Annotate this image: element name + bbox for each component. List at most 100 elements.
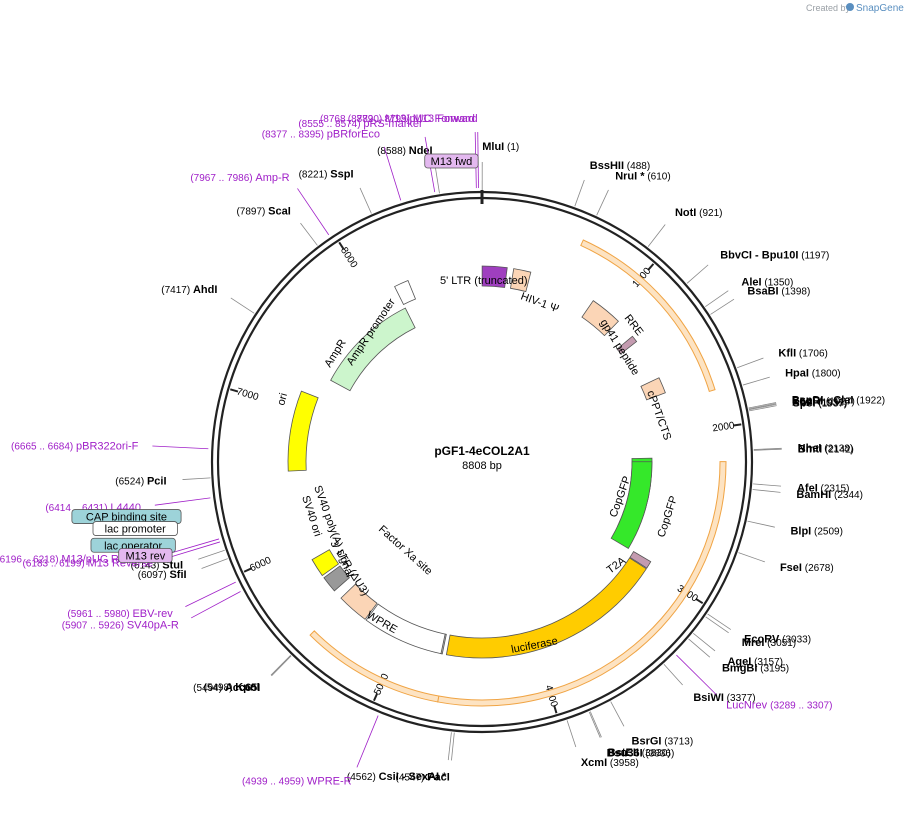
site-leader (753, 448, 782, 451)
site-sspi: (8221) SspI (299, 168, 354, 180)
site-leader (748, 403, 777, 410)
site-leader (688, 638, 711, 658)
credit-brand: SnapGene (856, 3, 904, 14)
primer-ebv-rev: (5961 .. 5980) EBV-rev (67, 608, 173, 620)
site-blpi: BlpI (2509) (790, 526, 842, 538)
site-xcmi: XcmI (3958) (581, 757, 639, 769)
ruler-tick (695, 598, 704, 605)
feature-ampr-promoter (394, 279, 417, 306)
boxed-label-m13-fwd: M13 fwd (431, 156, 473, 168)
site-sfii: (6097) SfiI (138, 569, 187, 581)
primer-lucnrev: LucNrev (3289 .. 3307) (726, 699, 832, 711)
site-leader (300, 222, 318, 246)
primer-leader (676, 654, 717, 695)
site-csii-sexai: (4562) CsiI - SexAI * (347, 771, 447, 783)
site-leader (359, 187, 372, 214)
primer-leader (383, 146, 402, 201)
site-bsabi: BsaBI (1398) (747, 286, 810, 298)
feature-label-copgfp2: CopGFP (655, 495, 680, 539)
feature-rre (581, 300, 619, 337)
site-leader (434, 165, 440, 194)
ruler-tick (733, 423, 742, 427)
site-leader (201, 558, 228, 569)
site-agei: AgeI (3157) (727, 656, 783, 668)
primer-m13-puc-forward: (8768 .. 8790) M13/pUC Forward (320, 113, 475, 125)
site-nhei: NheI (2138) (798, 443, 854, 455)
boxed-m13-rev (118, 548, 173, 563)
ruler-label: 2000 (712, 420, 736, 434)
boxed-label-m13-rev: M13 rev (126, 551, 166, 563)
site-fsei: FseI (2678) (780, 562, 834, 574)
credit-prefix: Created by (806, 3, 851, 13)
site-paci: (4547) PacI (395, 771, 449, 783)
feature-label-factorxa: Factor Xa site (376, 523, 434, 577)
feature-label-rre: RRE (622, 312, 646, 338)
feature-cppt-cts (640, 377, 666, 401)
site-ecori: EcoRI (1927) (792, 395, 855, 407)
primer-leader (166, 541, 221, 559)
primer-leader (185, 581, 236, 607)
restriction-sites: MluI (1)BssHII (488)NruI * (610)NotI (92… (115, 141, 885, 783)
feature-ori (287, 390, 319, 472)
boxed-lac-promoter (92, 521, 178, 536)
site-leader (230, 297, 255, 314)
ruler-tick (230, 388, 239, 393)
site-bsu36i: Bsu36I (3836) (607, 747, 675, 759)
site-leader (738, 552, 766, 563)
primer-leader (154, 497, 211, 506)
primer-wpre-r: (4939 .. 4959) WPRE-R (242, 775, 352, 787)
site-kpni: (5498) KpnI (204, 682, 260, 694)
site-leader (748, 402, 777, 409)
site-acc65i: (5494) Acc65I (193, 682, 260, 694)
feature-ampr (330, 307, 416, 392)
site-bspdi-clai: BspDI - ClaI (1922) (792, 394, 885, 406)
orf-outline (309, 630, 440, 703)
site-leader (749, 405, 777, 412)
ruler-tick (373, 692, 379, 702)
site-noti: NotI (921) (675, 207, 723, 219)
site-leader (686, 264, 709, 284)
site-bsiwi: BsiWI (3377) (693, 692, 755, 704)
site-xbai: XbaI (1931) (792, 396, 847, 408)
site-leader (752, 489, 781, 493)
site-leader (663, 663, 683, 686)
site-pcii: (6524) PciI (115, 475, 166, 487)
site-leader (707, 613, 732, 630)
site-leader (198, 549, 225, 560)
site-leader (710, 298, 735, 315)
feature-sv40-poly-a-signal (323, 565, 350, 592)
site-leader (270, 655, 291, 676)
primer-amp-r: (7967 .. 7986) Amp-R (190, 172, 289, 184)
feature-3-ltr-u3 (340, 583, 378, 620)
feature-5-ltr-truncated (481, 265, 508, 288)
primer-leader (152, 445, 209, 450)
site-leader (610, 701, 625, 727)
feature-gp41-peptide (616, 335, 638, 355)
orf-outline (580, 239, 716, 393)
site-leader (753, 447, 782, 450)
site-afei: AfeI (2315) (797, 482, 849, 494)
site-leader (705, 616, 729, 634)
site-hpai: HpaI (1800) (785, 368, 841, 380)
site-alei: AleI (1350) (741, 277, 793, 289)
site-leader (566, 720, 577, 748)
site-bbvci-bpu10i: BbvCI - Bpu10I (1197) (720, 249, 829, 261)
primer-prs-marker: (8555 .. 8574) pRS-marker (298, 118, 423, 130)
ruler-tick (243, 567, 252, 573)
site-spei: SpeI (1937) (792, 398, 847, 410)
feature-luciferase (445, 557, 647, 659)
boxed-m13-fwd (424, 153, 479, 169)
ruler-label: 8000 (338, 245, 360, 270)
primer-annotations: (8782 .. 8799) M13 Forward(8768 .. 8790)… (0, 113, 832, 787)
credit: Created by SnapGene (806, 3, 904, 14)
boxed-label-cap-binding-site: CAP binding site (86, 512, 167, 524)
site-bsshii: BssHII (488) (590, 160, 650, 172)
feature-copgfp (610, 461, 653, 550)
site-leader (747, 520, 775, 528)
feature-label-ltr5: 5' LTR (truncated) (440, 275, 527, 287)
site-bmgbi: BmgBI (3195) (722, 663, 789, 675)
site-nrui: NruI * (610) (615, 170, 670, 182)
site-leader (574, 179, 585, 207)
feature-label-cppt: cPPT/CTS (644, 389, 673, 442)
